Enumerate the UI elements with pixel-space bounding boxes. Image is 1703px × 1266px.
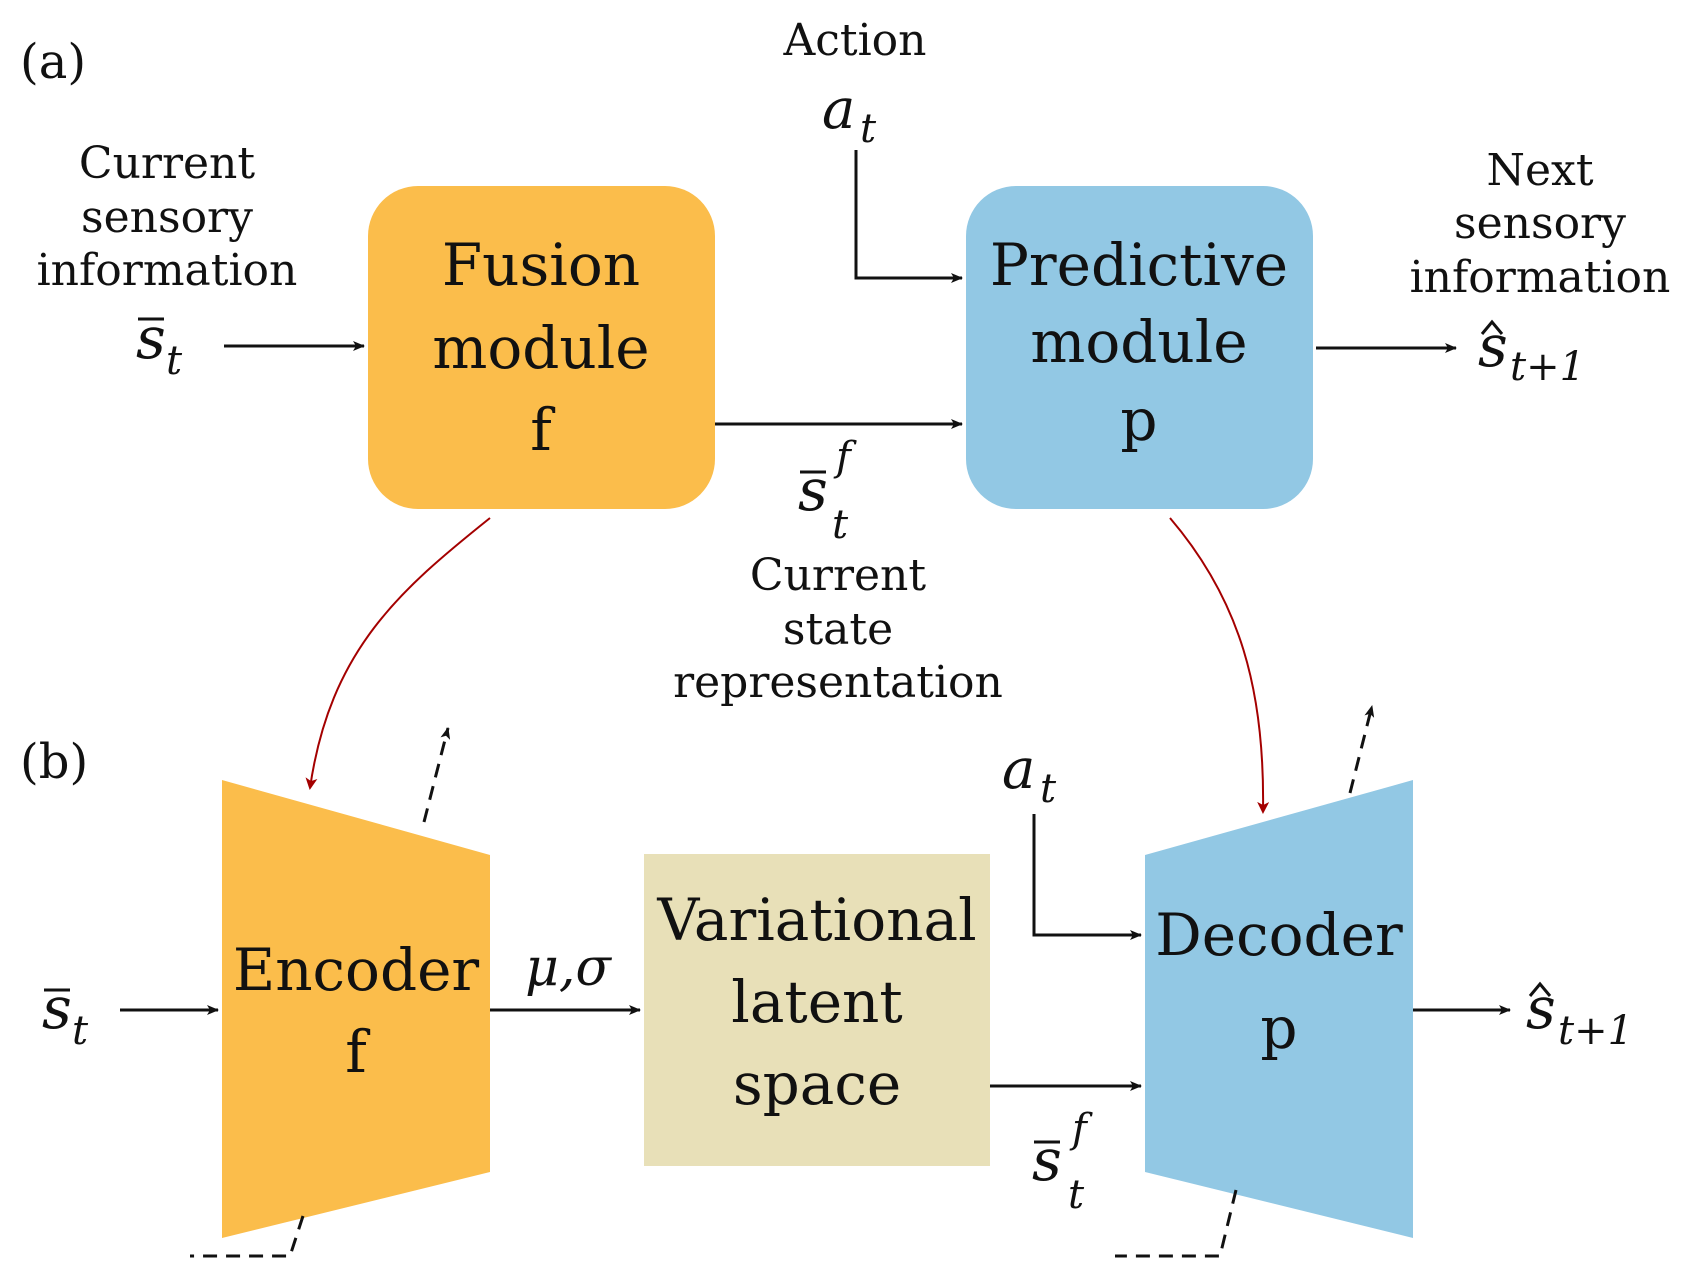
decoder: Decoder p <box>1145 780 1413 1238</box>
panel-a-label: (a) <box>20 34 86 90</box>
state-symbol-bottom: s f t <box>1032 1106 1093 1218</box>
encoder: Encoder f <box>222 780 490 1238</box>
arrow-action-to-predictive <box>854 150 963 283</box>
action-symbol-bottom: a t <box>1002 737 1057 812</box>
svg-text:t: t <box>1068 1172 1085 1218</box>
svg-text:s: s <box>798 456 828 524</box>
predictive-module: Predictive module p <box>966 186 1313 509</box>
svg-text:p: p <box>1260 994 1297 1062</box>
svg-text:Variational: Variational <box>656 886 976 954</box>
input-symbol-top: s t <box>136 304 183 384</box>
fusion-module: Fusion module f <box>368 186 715 509</box>
svg-text:module: module <box>1030 308 1247 376</box>
action-label: Action <box>783 15 927 66</box>
input-text-top: Current sensory information <box>37 138 298 296</box>
svg-text:Fusion: Fusion <box>442 231 640 299</box>
red-arrow-predictive-to-decoder <box>1169 517 1270 814</box>
svg-text:f: f <box>345 1018 370 1086</box>
svg-text:information: information <box>1410 252 1671 303</box>
svg-text:s: s <box>42 974 72 1042</box>
state-symbol-top: s f t <box>798 434 857 548</box>
svg-text:t: t <box>72 1008 89 1054</box>
output-text-top: Next sensory information <box>1410 145 1671 303</box>
svg-text:Current: Current <box>750 550 926 601</box>
svg-text:representation: representation <box>673 657 1003 708</box>
svg-text:Decoder: Decoder <box>1155 901 1403 969</box>
red-arrow-fusion-to-encoder <box>305 517 491 790</box>
svg-text:t: t <box>166 338 183 384</box>
output-symbol-top: s t+1 <box>1478 312 1585 390</box>
panel-b-label: (b) <box>20 734 88 790</box>
action-symbol-top: a t <box>822 77 877 152</box>
svg-text:sensory: sensory <box>1454 198 1626 249</box>
svg-text:f: f <box>530 396 555 464</box>
svg-text:t+1: t+1 <box>1558 1008 1633 1054</box>
svg-text:a: a <box>1002 737 1035 802</box>
svg-text:t: t <box>832 502 849 548</box>
svg-text:t+1: t+1 <box>1510 344 1585 390</box>
svg-text:space: space <box>733 1050 901 1118</box>
svg-text:t: t <box>860 106 877 152</box>
svg-text:a: a <box>822 77 855 142</box>
svg-text:s: s <box>136 304 166 372</box>
svg-text:Predictive: Predictive <box>990 231 1288 299</box>
svg-text:latent: latent <box>731 968 902 1036</box>
dashed-arrow-encoder-up <box>422 727 451 823</box>
input-symbol-bottom: s t <box>42 974 89 1054</box>
dashed-line-decoder-bottom <box>1115 1189 1238 1258</box>
mu-sigma-label: μ,σ <box>525 938 612 998</box>
dashed-arrow-decoder-up <box>1348 705 1375 794</box>
svg-text:module: module <box>432 314 649 382</box>
svg-text:Next: Next <box>1486 145 1593 196</box>
output-symbol-bottom: s t+1 <box>1526 974 1633 1054</box>
svg-text:Current: Current <box>79 138 255 189</box>
svg-text:Encoder: Encoder <box>233 936 480 1004</box>
svg-text:f: f <box>833 434 857 480</box>
svg-text:s: s <box>1032 1126 1062 1194</box>
svg-text:t: t <box>1040 766 1057 812</box>
svg-text:sensory: sensory <box>81 192 253 243</box>
arrow-action-to-decoder <box>1032 814 1142 940</box>
svg-text:state: state <box>783 604 893 655</box>
latent-space: Variational latent space <box>644 854 990 1166</box>
state-text-top: Current state representation <box>673 550 1003 708</box>
svg-text:information: information <box>37 245 298 296</box>
svg-text:p: p <box>1120 386 1157 454</box>
svg-text:f: f <box>1069 1106 1093 1152</box>
